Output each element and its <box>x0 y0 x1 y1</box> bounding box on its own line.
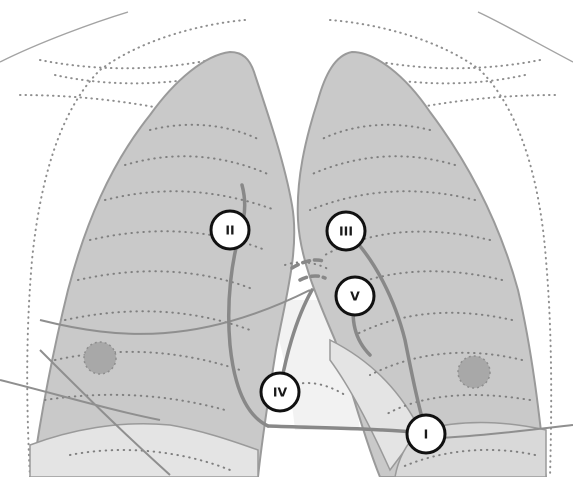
marker-v: V <box>336 277 374 315</box>
neck-left-outline <box>0 12 128 62</box>
marker-v-label: V <box>350 289 360 304</box>
marker-ii-label: II <box>225 223 234 238</box>
marker-i: I <box>407 415 445 453</box>
marker-iv-label: IV <box>273 385 288 400</box>
marker-iii-label: III <box>339 224 353 239</box>
shoulder-left-dots <box>20 95 170 110</box>
clavicle-left-dots <box>40 60 210 68</box>
clavicle-right-dots <box>370 60 540 68</box>
neck-right-outline <box>478 12 573 62</box>
hilum-nodule-right <box>84 342 116 374</box>
marker-i-label: I <box>424 427 429 442</box>
lung-right <box>32 52 294 477</box>
body-silhouette <box>0 12 573 62</box>
marker-iii: III <box>327 212 365 250</box>
hilum-nodule-left <box>458 356 490 388</box>
marker-ii: II <box>211 211 249 249</box>
marker-iv: IV <box>261 373 299 411</box>
